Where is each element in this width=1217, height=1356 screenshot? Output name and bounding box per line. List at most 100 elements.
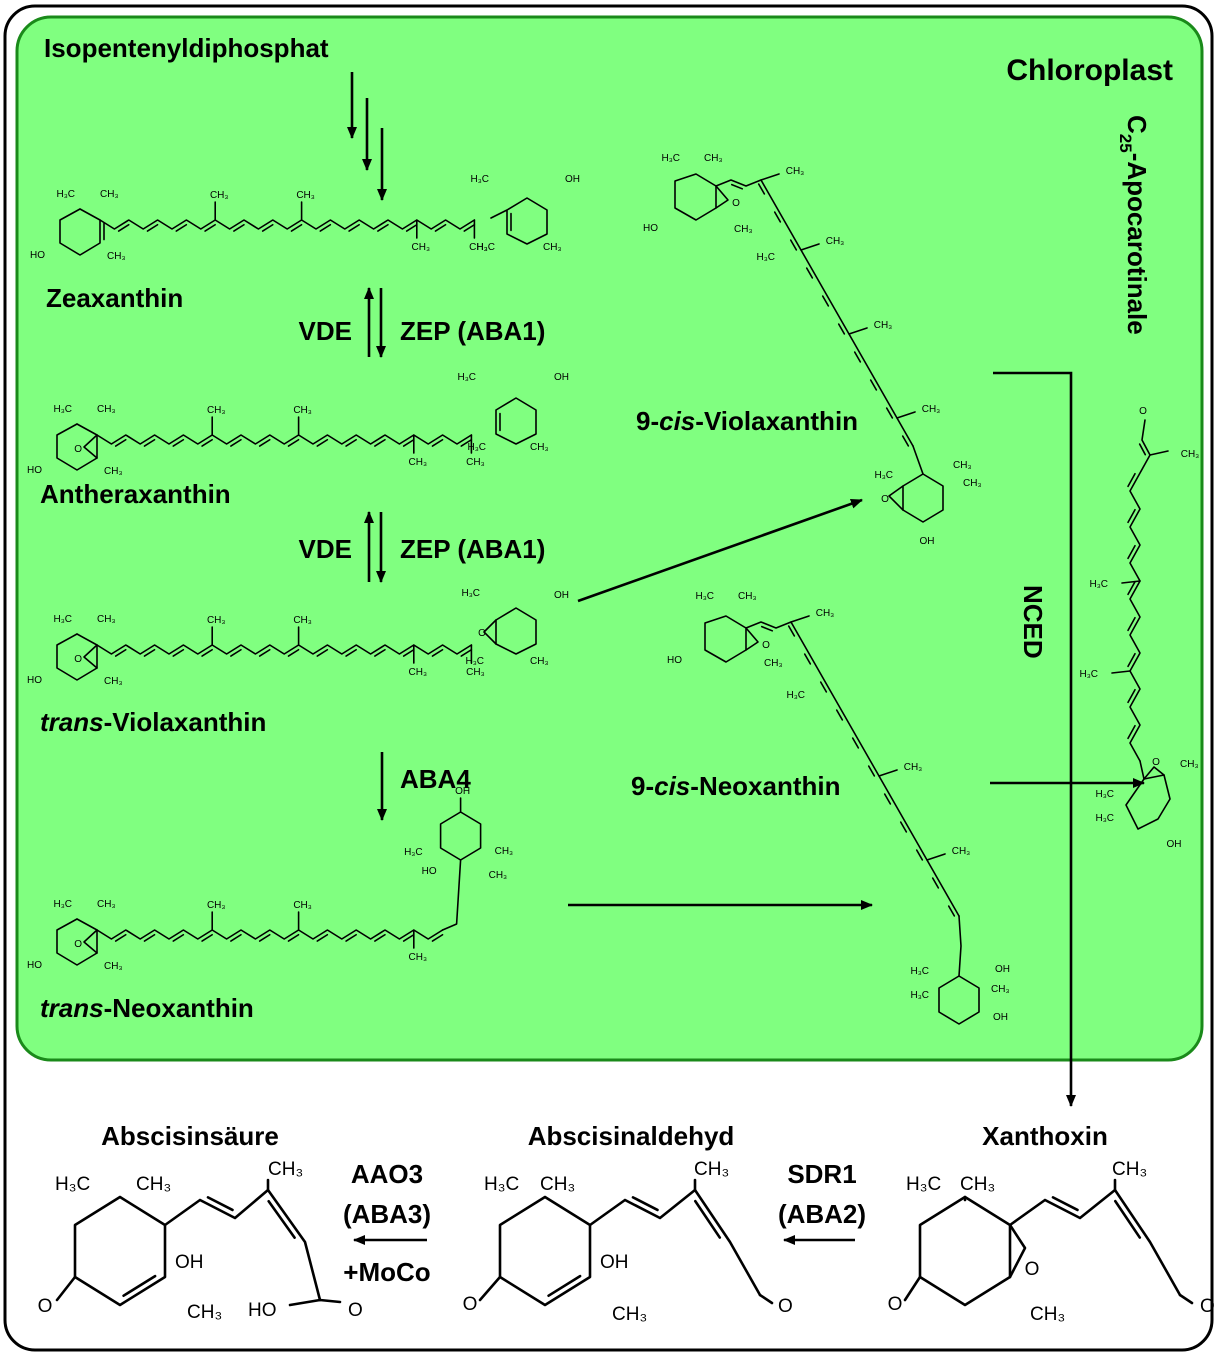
atom-label: O [732,198,740,209]
precursor-label: Isopentenyldiphosphat [44,33,329,63]
apocarotenal-name: -Apocarotinale [1122,153,1152,335]
bond-line [760,173,780,181]
bond-line [1143,766,1165,780]
double-bond-line [374,648,386,657]
double-bond-line [345,438,357,447]
atom-label: OH [995,964,1010,975]
atom-label: CH₃ [960,1174,995,1195]
atom-label: CH₃ [107,251,126,262]
trans-neoxanthin-label: trans-Neoxanthin [40,993,254,1023]
double-bond-line [117,223,130,232]
double-bond-line [730,183,744,190]
atom-label: CH₃ [874,320,893,331]
atom-label: CH₃ [104,961,123,972]
atom-label: CH₃ [963,478,982,489]
double-bond-line [1127,472,1136,488]
atom-label: HO [248,1300,277,1321]
double-bond-line [885,407,894,419]
atom-label: H₃C [53,614,72,625]
atom-label: CH₃ [97,899,116,910]
double-bond-line [287,438,300,447]
bond-line [926,853,946,861]
bond-line [758,1293,774,1305]
atom-label: HO [30,250,45,261]
atom-label: CH₃ [704,153,723,164]
atom-label: CH₃ [412,242,431,253]
vde-enzyme-label: VDE [299,534,352,564]
atom-label: O [1025,1259,1040,1280]
bond-line [83,929,98,954]
double-bond-line [175,223,188,232]
aba4-enzyme-label: ABA4 [400,764,471,794]
double-bond-line [853,351,862,363]
atom-label: CH₃ [100,189,119,200]
double-bond-line [143,933,156,942]
atom-label: O [348,1300,363,1321]
double-bond-line [230,933,242,942]
bond-line [1178,1293,1194,1305]
atom-label: CH₃ [530,442,549,453]
atom-label: O [1152,757,1160,768]
chloroplast-label: Chloroplast [1006,54,1173,87]
double-bond-line [172,648,185,657]
atom-label: CH₃ [612,1304,647,1325]
atom-label: O [888,1294,903,1315]
atom-label: OH [175,1252,204,1273]
bond-line [1111,670,1131,674]
biosynthesis-step-arrows [347,72,1145,1245]
atom-label: H₃C [1095,789,1114,800]
moco-cofactor-label: +MoCo [343,1257,430,1287]
double-bond-line [431,438,444,447]
double-bond-line [230,648,242,657]
atom-label: OH [554,372,569,383]
atom-label: H₃C [484,1174,519,1195]
double-bond-line [258,933,271,942]
trans-violaxanthin-label: trans-Violaxanthin [40,707,266,737]
double-bond-line [377,223,389,232]
double-bond-line [201,933,213,942]
atom-label: H₃C [470,174,489,185]
atom-label: O [38,1296,53,1317]
xanthoxin-label: Xanthoxin [982,1121,1108,1151]
atom-label: H₃C [461,588,480,599]
neoxanthin-name: -Neoxanthin [104,993,254,1023]
atom-label: CH₃ [540,1174,575,1195]
atom-label: O [881,494,889,505]
atom-label: CH₃ [469,242,488,253]
atom-label: H₃C [906,1174,941,1195]
bond-line [896,411,916,419]
double-bond-line [1113,1199,1142,1239]
double-bond-line [434,223,447,232]
atom-label: CH₃ [495,846,514,857]
bond-line [1008,1223,1027,1279]
bond-line [1149,450,1169,456]
double-bond-line [1127,508,1136,524]
atom-label: H₃C [1095,813,1114,824]
bond-line [790,615,810,623]
bond-line [912,445,924,475]
abscisic-acid-label: Abscisinsäure [101,1121,279,1151]
double-bond-line [1127,544,1136,560]
double-bond-line [114,438,127,447]
bond-line [878,769,898,777]
double-bond-line [402,438,415,447]
bond-line [1139,760,1145,780]
bond-line [490,197,548,245]
double-bond-line [773,211,782,223]
atom-label: CH₃ [409,667,428,678]
bond-line [83,644,98,669]
bond-line [483,619,497,645]
double-bond-line [460,438,473,447]
double-bond-line [821,295,830,307]
double-bond-line [1138,443,1147,456]
atom-label: OH [600,1252,629,1273]
atom-label: H₃C [756,252,775,263]
atom-label: H₃C [910,990,929,1001]
double-bond-line [206,1196,234,1212]
